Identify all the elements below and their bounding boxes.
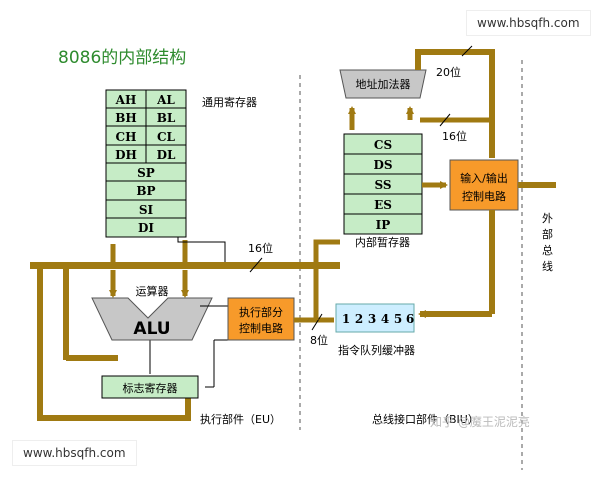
reg-cs: CS [374,138,392,152]
instruction-queue: 1 2 3 4 5 6 [335,303,415,333]
queue-slot-4: 4 [381,312,389,326]
reg-cl: CL [157,130,176,144]
reg-ds: DS [373,158,392,172]
io-control-line2: 控制电路 [462,189,506,203]
internal-bus-slash [249,257,263,273]
ext-bus-2: 部 [542,227,553,241]
internal-bus-width: 16位 [248,241,273,255]
reg-si: SI [139,203,154,217]
reg-ch: CH [116,130,137,144]
queue-slot-5: 5 [394,312,402,326]
reg-es: ES [374,198,392,212]
reg-sp: SP [137,166,155,180]
biu-bus-width: 16位 [442,129,467,143]
alu-label: 运算器 [136,284,169,298]
segment-registers: CS DS SS ES IP [343,133,423,235]
alu-shape [91,297,213,341]
queue-label: 指令队列缓冲器 [338,343,415,357]
seg-to-bus [313,239,340,262]
queue-box [335,303,415,333]
address-bus-20 [415,49,495,158]
reg-bh: BH [115,111,136,125]
io-control-box [449,159,519,211]
ext-bus-3: 总 [542,243,553,257]
watermark-bottom: www.hbsqfh.com [12,440,137,466]
biu-section-label: 总线接口部件（BIU） [372,412,479,426]
feedback-loop [37,265,191,421]
address-adder-shape [339,69,427,99]
eu-section-label: 执行部件（EU） [200,412,281,426]
reg-ah: AH [115,93,137,107]
internal-temp-label: 内部暂存器 [355,235,410,249]
alu-text: ALU [133,319,170,339]
segment-register-file [343,133,423,235]
queue-slot-2: 2 [355,312,363,326]
ext-bus-1: 外 [542,212,553,225]
flag-register-label: 标志寄存器 [123,381,178,395]
flag-register [101,375,199,399]
eu-control-box [227,297,295,341]
watermark-top: www.hbsqfh.com [466,10,591,36]
reg-dh: DH [115,148,137,162]
internal-data-bus [30,262,340,269]
reg-al: AL [156,93,175,107]
eu-control-line1: 执行部分 [239,305,283,319]
reg-di: DI [138,221,154,235]
io-control-line1: 输入/输出 [460,171,508,185]
general-registers: AH AL BH BL CH CL DH DL SP BP SI DI [105,89,187,238]
queue-slot-3: 3 [368,312,376,326]
address-adder-label: 地址加法器 [356,77,411,91]
reg-dl: DL [157,148,176,162]
reg-bp: BP [136,184,155,198]
queue-slot-1: 1 [342,312,350,326]
queue-slot-6: 6 [406,312,414,326]
watermark-zhihu: 知乎 @魔王泥泥亮 [430,415,530,429]
queue-bus-width: 8位 [310,333,328,347]
diagram-title: 8086的内部结构 [58,48,186,68]
ext-bus-4: 线 [542,259,553,273]
reg-ss: SS [374,178,391,192]
reg-bl: BL [157,111,176,125]
eu-control-line2: 控制电路 [239,321,283,335]
reg-ip: IP [376,218,391,232]
gp-registers-label: 通用寄存器 [202,95,257,109]
regs-to-bus-line [177,236,226,262]
addr-bus-width: 20位 [436,65,461,79]
